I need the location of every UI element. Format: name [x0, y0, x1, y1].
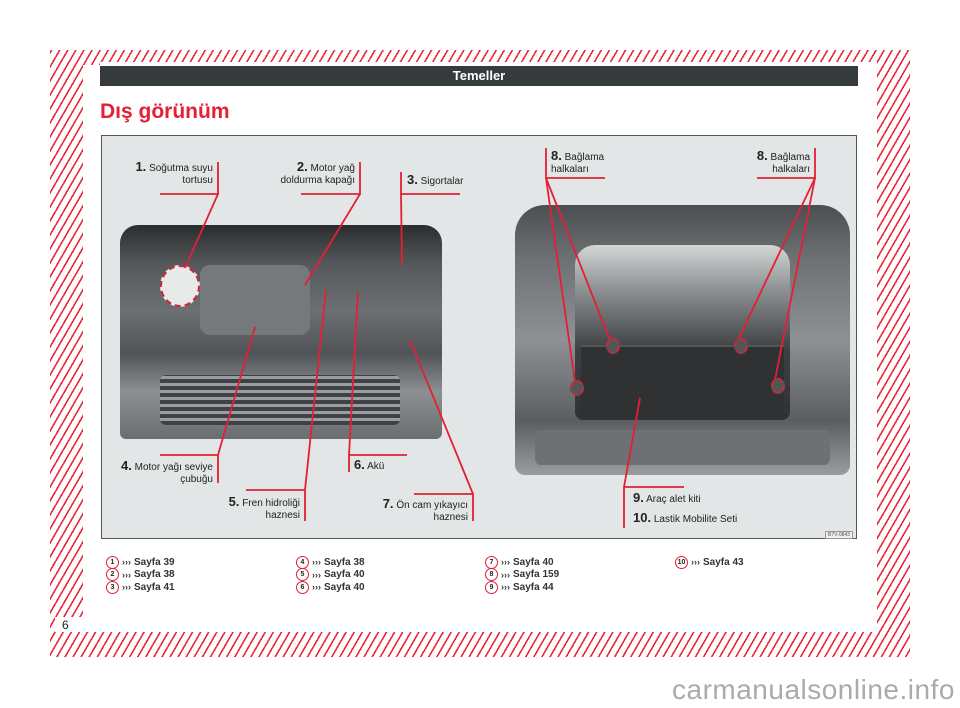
legend-column-3: 7›››Sayfa 40 8›››Sayfa 159 9›››Sayfa 44	[485, 555, 560, 594]
page-number-notch	[55, 617, 83, 632]
chevrons-icon: ›››	[501, 582, 510, 593]
engine-bay-image	[120, 225, 442, 439]
page-number: 6	[62, 618, 69, 632]
legend-number-circle: 1	[106, 555, 119, 569]
legend-page-ref[interactable]: Sayfa 43	[703, 556, 744, 568]
legend-page-ref[interactable]: Sayfa 38	[324, 556, 365, 568]
chevrons-icon: ›››	[122, 557, 131, 568]
chevrons-icon: ›››	[312, 557, 321, 568]
legend-item[interactable]: 5›››Sayfa 40	[296, 568, 365, 582]
callout-10: 10. Lastik Mobilite Seti	[633, 510, 738, 525]
legend-item[interactable]: 4›››Sayfa 38	[296, 555, 365, 569]
legend-item[interactable]: 9›››Sayfa 44	[485, 580, 559, 594]
legend-column-2: 4›››Sayfa 38 5›››Sayfa 40 6›››Sayfa 40	[296, 555, 365, 594]
legend-number-circle: 10	[675, 555, 688, 569]
rear-bumper	[535, 430, 830, 465]
legend-page-ref[interactable]: Sayfa 40	[324, 569, 365, 581]
cargo-area-image	[515, 205, 850, 475]
legend-number-circle: 6	[296, 580, 309, 594]
legend-item[interactable]: 2›››Sayfa 38	[106, 568, 175, 582]
figure-code: B7V-0843	[825, 531, 853, 539]
legend-page-ref[interactable]: Sayfa 40	[324, 581, 365, 593]
legend-item[interactable]: 6›››Sayfa 40	[296, 580, 365, 594]
watermark: carmanualsonline.info	[672, 674, 955, 705]
legend-item[interactable]: 8›››Sayfa 159	[485, 568, 560, 582]
lashing-ring-marker	[734, 338, 748, 354]
legend-item[interactable]: 3›››Sayfa 41	[106, 580, 175, 594]
legend-number-circle: 2	[106, 568, 119, 582]
legend-number-circle: 9	[485, 580, 498, 594]
chevrons-icon: ›››	[122, 582, 131, 593]
front-grille	[160, 375, 400, 425]
page-title: Dış görünüm	[100, 100, 230, 123]
chevrons-icon: ›››	[122, 569, 131, 580]
chevrons-icon: ›››	[691, 557, 700, 568]
lashing-ring-marker	[771, 378, 785, 394]
coolant-reservoir-marker	[160, 265, 200, 307]
callout-6: 6. Akü	[354, 457, 385, 472]
lashing-ring-marker	[606, 338, 620, 354]
section-header: Temeller	[100, 66, 858, 86]
legend-page-ref[interactable]: Sayfa 40	[513, 556, 554, 568]
legend-item[interactable]: 7›››Sayfa 40	[485, 555, 559, 569]
chevrons-icon: ›››	[501, 557, 510, 568]
legend-number-circle: 7	[485, 555, 498, 569]
legend-number-circle: 5	[296, 568, 309, 582]
lashing-ring-marker	[570, 380, 584, 396]
legend-item[interactable]: 1›››Sayfa 39	[106, 555, 175, 569]
callout-3: 3. Sigortalar	[407, 172, 464, 187]
legend-page-ref[interactable]: Sayfa 159	[513, 569, 560, 581]
legend-page-ref[interactable]: Sayfa 39	[134, 556, 175, 568]
engine-cover	[200, 265, 310, 335]
legend-number-circle: 8	[485, 568, 498, 582]
legend-number-circle: 3	[106, 580, 119, 594]
callout-9: 9. Araç alet kiti	[633, 490, 701, 505]
legend-page-ref[interactable]: Sayfa 44	[513, 581, 554, 593]
chevrons-icon: ›››	[501, 569, 510, 580]
legend-column-1: 1›››Sayfa 39 2›››Sayfa 38 3›››Sayfa 41	[106, 555, 175, 594]
chevrons-icon: ›››	[312, 582, 321, 593]
legend-column-4: 10›››Sayfa 43	[675, 555, 744, 569]
legend-page-ref[interactable]: Sayfa 41	[134, 581, 175, 593]
boot-floor	[581, 345, 784, 417]
chevrons-icon: ›››	[312, 569, 321, 580]
legend-number-circle: 4	[296, 555, 309, 569]
legend-item[interactable]: 10›››Sayfa 43	[675, 555, 744, 569]
legend-page-ref[interactable]: Sayfa 38	[134, 569, 175, 581]
